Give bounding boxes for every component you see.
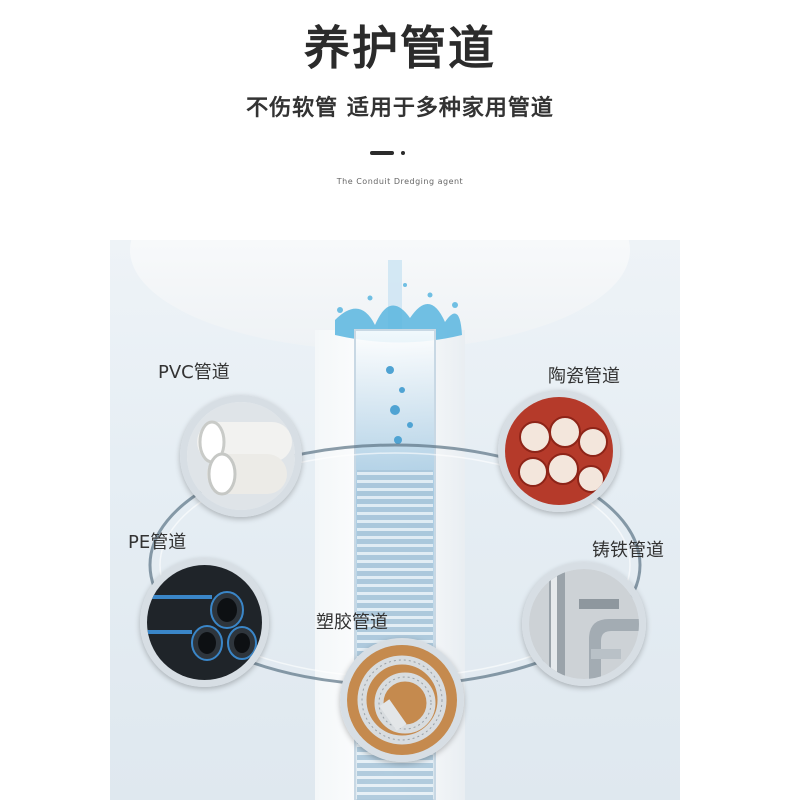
- divider-dot: [401, 151, 405, 155]
- pe-pipe-photo: [140, 558, 269, 687]
- cast-iron-pipe-photo: [522, 562, 646, 686]
- label-cast-iron-pipe: 铸铁管道: [592, 540, 664, 561]
- english-tagline: The Conduit Dredging agent: [336, 177, 464, 186]
- pvc-pipe-photo: [180, 395, 302, 517]
- drain-illustration: PVC管道 陶瓷管道 PE管道: [110, 240, 680, 800]
- label-plastic-pipe: 塑胶管道: [316, 612, 388, 633]
- label-ceramic-pipe: 陶瓷管道: [548, 366, 620, 387]
- plastic-pipe-photo: [340, 638, 464, 762]
- page-title: 养护管道: [304, 21, 496, 75]
- page-subtitle: 不伤软管 适用于多种家用管道: [246, 96, 554, 121]
- ceramic-pipe-photo: [498, 390, 620, 512]
- label-pvc-pipe: PVC管道: [158, 362, 230, 383]
- divider-dash: [370, 151, 394, 155]
- label-pe-pipe: PE管道: [128, 532, 187, 553]
